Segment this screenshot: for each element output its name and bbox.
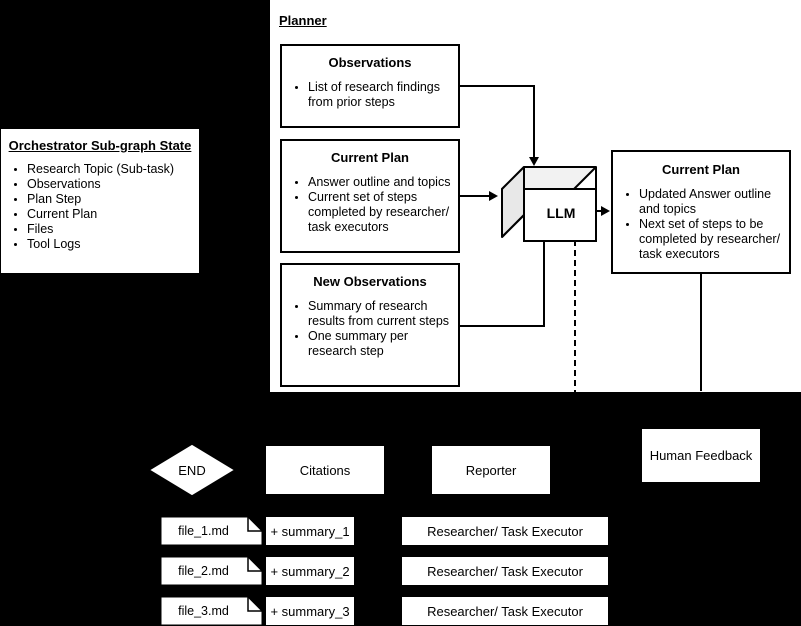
summary-box[interactable]: + summary_3 [265, 596, 355, 626]
observations-box: Observations List of research findings f… [280, 44, 460, 128]
list-item: Research Topic (Sub-task) [27, 162, 193, 177]
file-name: file_3.md [178, 604, 229, 618]
executor-node[interactable]: Researcher/ Task Executor [401, 596, 609, 626]
current-plan-input-title: Current Plan [330, 150, 409, 165]
current-plan-input-list: Answer outline and topics Current set of… [282, 175, 458, 235]
list-item: Tool Logs [27, 237, 193, 252]
reporter-label: Reporter [465, 462, 517, 478]
summary-box[interactable]: + summary_2 [265, 556, 355, 586]
llm-cube: LLM [500, 163, 610, 245]
connector-newobs-to-llm-v [543, 240, 545, 327]
summary-label: + summary_2 [270, 563, 350, 579]
human-feedback-node[interactable]: Human Feedback [641, 428, 761, 483]
llm-label: LLM [546, 205, 576, 221]
list-item: Answer outline and topics [308, 175, 452, 190]
orchestrator-state-list: Research Topic (Sub-task) Observations P… [1, 162, 199, 252]
connector-llm-to-currentplan-out [594, 210, 604, 212]
summary-label: + summary_1 [270, 523, 350, 539]
current-plan-input-box: Current Plan Answer outline and topics C… [280, 139, 460, 253]
connector-currentplan-to-llm [460, 195, 490, 197]
citations-label: Citations [299, 462, 351, 478]
arrowhead-llm-to-currentplan-out [601, 206, 610, 216]
orchestrator-state-heading: Orchestrator Sub-graph State [8, 138, 192, 153]
orchestrator-state-panel: Orchestrator Sub-graph State Research To… [0, 127, 201, 275]
list-item: List of research findings from prior ste… [308, 80, 452, 110]
file-note[interactable]: file_1.md [160, 516, 263, 546]
executor-label: Researcher/ Task Executor [427, 563, 583, 579]
summary-box[interactable]: + summary_1 [265, 516, 355, 546]
list-item: Updated Answer outline and topics [639, 187, 783, 217]
list-item: Files [27, 222, 193, 237]
executor-node[interactable]: Researcher/ Task Executor [401, 516, 609, 546]
connector-newobs-to-llm-h [460, 325, 545, 327]
note-shape-icon [160, 556, 263, 586]
observations-list: List of research findings from prior ste… [282, 80, 458, 110]
human-feedback-label: Human Feedback [649, 448, 753, 463]
diamond-shape [147, 443, 237, 497]
connector-observations-to-llm-h [460, 85, 535, 87]
list-item: Current set of steps completed by resear… [308, 190, 452, 235]
new-observations-box: New Observations Summary of research res… [280, 263, 460, 387]
list-item: Current Plan [27, 207, 193, 222]
list-item: Summary of research results from current… [308, 299, 452, 329]
citations-node[interactable]: Citations [265, 445, 385, 495]
note-shape-icon [160, 516, 263, 546]
summary-label: + summary_3 [270, 603, 350, 619]
executor-label: Researcher/ Task Executor [427, 523, 583, 539]
end-label: END [178, 462, 206, 478]
current-plan-output-box: Current Plan Updated Answer outline and … [611, 150, 791, 274]
executor-node[interactable]: Researcher/ Task Executor [401, 556, 609, 586]
arrowhead-currentplan-to-llm [489, 191, 498, 201]
note-shape-icon [160, 596, 263, 626]
connector-feedback-dashed [574, 240, 576, 426]
observations-title: Observations [328, 55, 412, 70]
arrowhead-observations-to-llm [529, 157, 539, 166]
list-item: One summary per research step [308, 329, 452, 359]
connector-observations-to-llm-v [533, 85, 535, 159]
current-plan-output-list: Updated Answer outline and topics Next s… [613, 187, 789, 262]
list-item: Next set of steps to be completed by res… [639, 217, 783, 262]
file-name: file_2.md [178, 564, 229, 578]
reporter-node[interactable]: Reporter [431, 445, 551, 495]
file-note[interactable]: file_3.md [160, 596, 263, 626]
current-plan-output-title: Current Plan [661, 162, 740, 177]
planner-label: Planner [279, 13, 327, 28]
llm-cube-svg [501, 166, 597, 242]
new-observations-list: Summary of research results from current… [282, 299, 458, 359]
end-node[interactable]: END [147, 443, 237, 497]
file-note[interactable]: file_2.md [160, 556, 263, 586]
connector-currentplan-out-down [700, 273, 702, 391]
list-item: Observations [27, 177, 193, 192]
file-name: file_1.md [178, 524, 229, 538]
new-observations-title: New Observations [313, 274, 427, 289]
list-item: Plan Step [27, 192, 193, 207]
executor-label: Researcher/ Task Executor [427, 603, 583, 619]
